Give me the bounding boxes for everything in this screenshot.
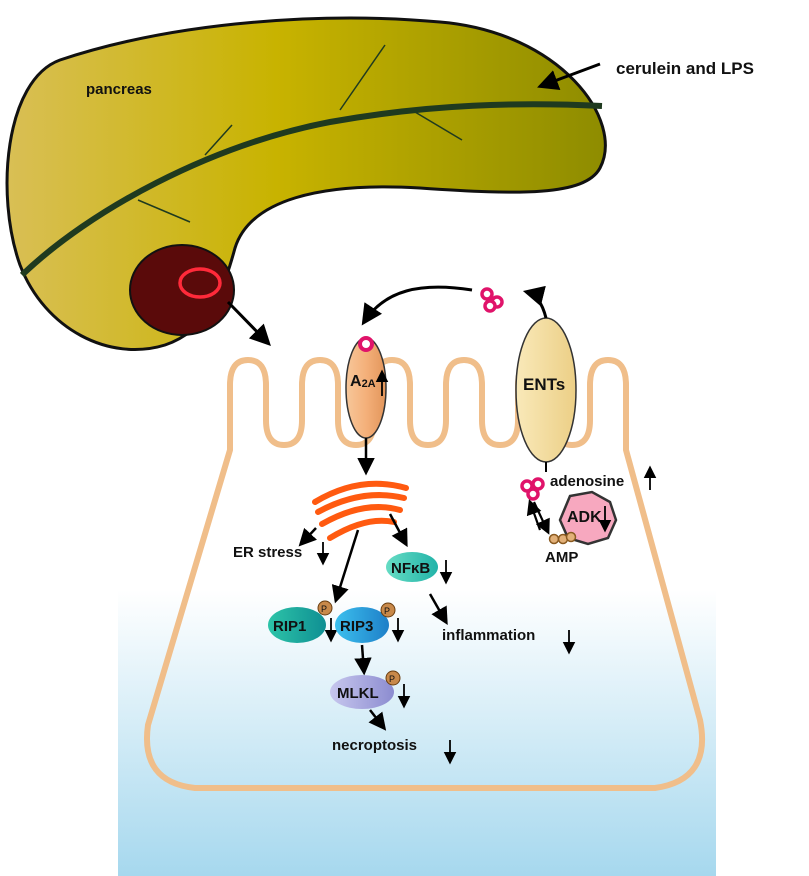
rip1-body <box>268 607 326 643</box>
er-cisterna <box>327 517 397 541</box>
rip3-label: RIP3 <box>340 618 373 635</box>
adenosine-dot <box>483 299 497 313</box>
ents-to-out-arrow <box>522 285 548 319</box>
nfkb-to-inflammation-arrow <box>428 593 448 626</box>
mlkl-body <box>330 675 394 709</box>
rip1-phospho <box>317 600 333 616</box>
duct-branch <box>204 124 233 156</box>
amp-molecule <box>548 531 577 545</box>
stimulus-arrow <box>537 62 601 90</box>
amp-dot <box>565 531 577 543</box>
a2a-label: A2A <box>350 373 376 390</box>
duct-branch <box>339 44 386 111</box>
rip1-phospho-label: P <box>321 604 327 614</box>
pancreas-label: pancreas <box>86 81 152 98</box>
background-gradient <box>118 590 716 876</box>
out-to-a2a-arrow <box>361 285 473 326</box>
er-cisterna <box>315 492 407 515</box>
adenosine-dot <box>526 487 540 501</box>
mlkl-phospho <box>385 670 401 686</box>
endoplasmic-reticulum <box>312 480 409 541</box>
cell-membrane <box>144 357 706 791</box>
mlkl-protein: MLKL P <box>330 670 411 709</box>
pancreas-to-cell-arrow <box>226 300 271 347</box>
er-to-rip1-arrow <box>331 529 360 604</box>
adk-label: ADK <box>567 509 602 526</box>
duct-branch <box>137 199 191 223</box>
ents-transporter: ENTs <box>515 317 577 463</box>
adenosine-dot <box>480 287 494 301</box>
pancreas-body <box>5 16 607 351</box>
extracellular-adenosine <box>480 287 504 313</box>
stimulus-label: cerulein and LPS <box>616 59 754 78</box>
pancreas-organ: pancreas <box>5 16 607 351</box>
er-stress-label: ER stress <box>233 544 302 561</box>
er-cisterna <box>319 504 403 527</box>
mlkl-label: MLKL <box>337 685 379 702</box>
mlkl-phospho-label: P <box>389 674 395 684</box>
intracellular-adenosine <box>520 477 545 501</box>
adenosine-bound-dot <box>358 336 374 352</box>
nfkb-body <box>386 552 438 582</box>
rip3-to-mlkl-arrow <box>354 644 372 676</box>
amp-dot <box>548 533 560 545</box>
er-cisterna <box>312 480 409 505</box>
rip3-protein: RIP3 P <box>335 602 405 643</box>
amp-label: AMP <box>545 549 578 566</box>
adenosine-dot <box>531 477 545 491</box>
ents-label: ENTs <box>523 375 565 394</box>
er-to-nfkb-arrow <box>388 513 408 548</box>
rip1-label: RIP1 <box>273 618 306 635</box>
duct-branch <box>414 111 463 141</box>
rip3-phospho-label: P <box>384 606 390 616</box>
adk-enzyme: ADK <box>558 490 618 546</box>
necroptosis-label: necroptosis <box>332 737 417 754</box>
nfkb-label: NFκB <box>391 560 430 577</box>
adenosine-label: adenosine <box>550 473 624 490</box>
rip3-phospho <box>380 602 396 618</box>
pancreatic-duct <box>19 101 603 278</box>
rip3-body <box>335 607 389 643</box>
mlkl-to-necroptosis-arrow <box>368 709 387 731</box>
amp-to-adenosine-arrow <box>526 499 542 531</box>
nfkb-protein: NFκB <box>386 552 453 585</box>
lesion-ring <box>178 267 222 299</box>
a2a-receptor: A2A <box>345 336 389 439</box>
er-to-er-stress-arrow <box>298 527 317 547</box>
inflammation-label: inflammation <box>442 627 535 644</box>
rip1-protein: RIP1 P <box>268 600 338 643</box>
